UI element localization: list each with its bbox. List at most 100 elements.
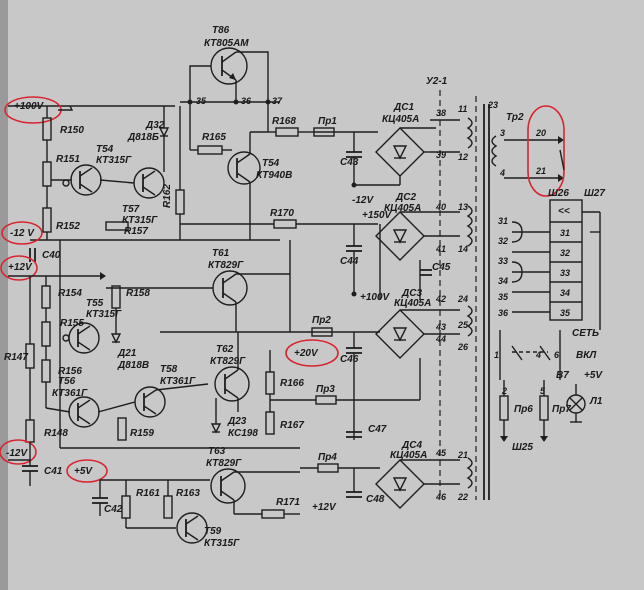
svg-text:R165: R165 <box>202 132 226 143</box>
transistor-t62: T62 КТ829Г <box>210 344 250 402</box>
svg-text:R161: R161 <box>136 488 160 499</box>
connector-chevrons: << <box>558 206 570 217</box>
svg-text:КТ361Г: КТ361Г <box>52 388 88 399</box>
svg-text:КЦ405А: КЦ405А <box>384 203 421 214</box>
svg-text:33: 33 <box>498 256 508 266</box>
svg-text:33: 33 <box>560 268 570 278</box>
svg-text:3: 3 <box>500 128 505 138</box>
highlight-out-20-21 <box>527 105 565 197</box>
svg-text:R162: R162 <box>162 184 173 208</box>
svg-text:Д818Б: Д818Б <box>127 132 159 143</box>
highlight-minus12-top <box>1 221 43 245</box>
svg-text:R147: R147 <box>4 352 28 363</box>
svg-text:R150: R150 <box>60 125 84 136</box>
svg-text:-12 V: -12 V <box>10 228 35 239</box>
svg-text:C44: C44 <box>340 256 359 267</box>
svg-text:32: 32 <box>498 236 508 246</box>
svg-text:1: 1 <box>494 350 499 360</box>
pin-36: 36 <box>241 96 252 106</box>
svg-text:КТ829Г: КТ829Г <box>210 356 246 367</box>
resistor-r159: R159 <box>117 417 154 441</box>
board-label: У2-1 <box>426 76 448 87</box>
svg-text:T57: T57 <box>122 204 140 215</box>
transistor-t59: T59 КТ315Г <box>176 512 240 549</box>
capacitor-c47: C47 <box>346 424 387 438</box>
svg-text:ДС4: ДС4 <box>401 440 422 451</box>
svg-text:R152: R152 <box>56 221 80 232</box>
svg-text:45: 45 <box>435 448 447 458</box>
svg-text:КЦ405А: КЦ405А <box>394 298 431 309</box>
svg-text:34: 34 <box>498 276 508 286</box>
svg-text:R170: R170 <box>270 208 294 219</box>
svg-text:R159: R159 <box>130 428 154 439</box>
svg-text:T54: T54 <box>96 144 114 155</box>
svg-text:R151: R151 <box>56 154 80 165</box>
svg-text:R168: R168 <box>272 116 296 127</box>
capacitor-c40: C40 <box>29 248 61 262</box>
svg-text:КС198: КС198 <box>228 428 258 439</box>
svg-text:Ш25: Ш25 <box>512 442 533 453</box>
rail-plus100: +100V <box>14 101 45 112</box>
svg-text:T55: T55 <box>86 298 104 309</box>
svg-text:22: 22 <box>457 492 468 502</box>
svg-text:КТ315Г: КТ315Г <box>122 215 158 226</box>
svg-text:T61: T61 <box>212 248 230 259</box>
switch-label: ВКЛ <box>576 350 597 361</box>
svg-text:КТ361Г: КТ361Г <box>160 376 196 387</box>
svg-text:42: 42 <box>435 294 446 304</box>
svg-text:46: 46 <box>435 492 447 502</box>
svg-text:C41: C41 <box>44 466 63 477</box>
svg-text:41: 41 <box>435 244 446 254</box>
svg-text:Д23: Д23 <box>227 416 247 427</box>
svg-text:ДС2: ДС2 <box>395 192 416 203</box>
svg-text:R148: R148 <box>44 428 68 439</box>
transformer-windings <box>466 104 490 500</box>
t86-type: КТ805АМ <box>204 38 249 49</box>
svg-text:R163: R163 <box>176 488 200 499</box>
svg-text:Д32: Д32 <box>145 120 165 131</box>
svg-text:КТ829Г: КТ829Г <box>206 458 242 469</box>
svg-text:31: 31 <box>560 228 570 238</box>
svg-text:T56: T56 <box>58 376 76 387</box>
svg-text:43: 43 <box>435 322 446 332</box>
svg-text:T62: T62 <box>216 344 234 355</box>
svg-text:T63: T63 <box>208 446 226 457</box>
svg-text:+20V: +20V <box>294 348 319 359</box>
svg-text:31: 31 <box>498 216 508 226</box>
svg-text:20: 20 <box>535 128 546 138</box>
svg-text:C45: C45 <box>432 262 451 273</box>
svg-text:R171: R171 <box>276 497 300 508</box>
resistor-r167: R167 <box>265 411 304 435</box>
svg-text:ДС3: ДС3 <box>401 288 422 299</box>
svg-text:23: 23 <box>487 100 498 110</box>
svg-text:КЦ405А: КЦ405А <box>390 450 427 461</box>
highlight-plus5 <box>66 459 108 483</box>
svg-text:Пр2: Пр2 <box>312 315 331 326</box>
capacitor-c45: C45 <box>420 262 451 276</box>
transistor-t54-kt940: T54 КТ940В <box>227 151 292 185</box>
transistor-t61: T61 КТ829Г <box>208 248 248 306</box>
svg-text:-12V: -12V <box>352 195 374 206</box>
svg-text:КТ315Г: КТ315Г <box>204 538 240 549</box>
transistor-t63: T63 КТ829Г <box>206 446 246 504</box>
svg-text:38: 38 <box>436 108 446 118</box>
svg-text:26: 26 <box>457 342 469 352</box>
resistor-r157: R157 <box>105 221 148 237</box>
svg-text:C46: C46 <box>340 354 359 365</box>
svg-text:+150V: +150V <box>362 210 393 221</box>
svg-text:+5V: +5V <box>74 466 93 477</box>
svg-text:Пр3: Пр3 <box>316 384 335 395</box>
svg-text:C43: C43 <box>340 157 359 168</box>
fuse-pr2: Пр2 <box>311 315 333 337</box>
svg-text:В7: В7 <box>556 370 569 381</box>
svg-text:44: 44 <box>435 334 446 344</box>
connector-block <box>549 199 583 321</box>
svg-text:Д21: Д21 <box>117 348 137 359</box>
svg-text:Д818В: Д818В <box>117 360 149 371</box>
svg-text:11: 11 <box>458 104 467 114</box>
svg-text:4: 4 <box>499 168 505 178</box>
svg-text:40: 40 <box>435 202 446 212</box>
svg-text:КТ315Г: КТ315Г <box>86 309 122 320</box>
highlight-plus12-left <box>0 255 38 281</box>
